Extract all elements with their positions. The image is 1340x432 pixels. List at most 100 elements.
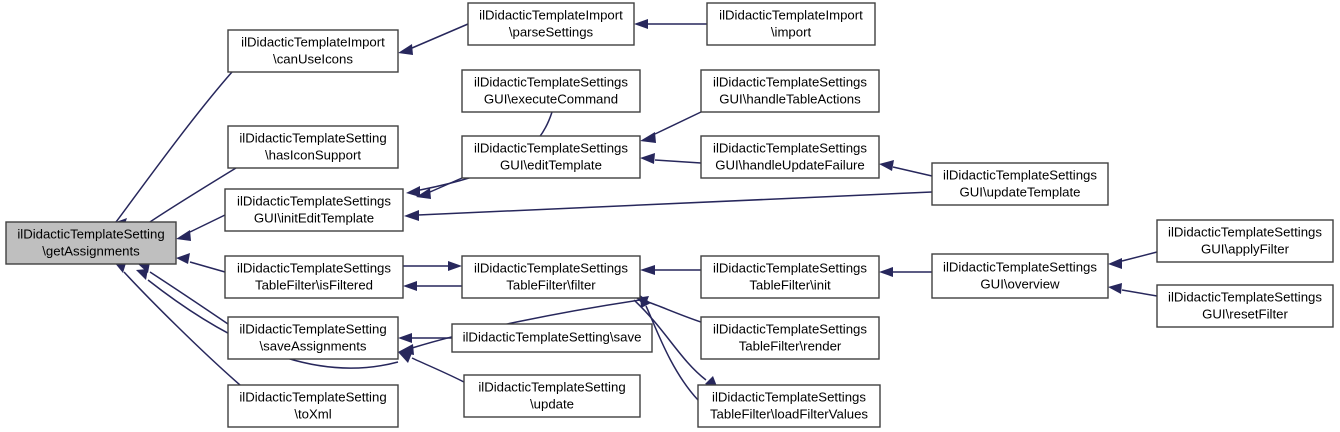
arrowhead-icon xyxy=(879,267,893,277)
graph-node-editTemplate[interactable]: ilDidacticTemplateSettingsGUI\editTempla… xyxy=(461,135,641,179)
graph-node-executeCommand[interactable]: ilDidacticTemplateSettingsGUI\executeCom… xyxy=(461,69,641,113)
node-box[interactable] xyxy=(5,221,177,265)
node-box[interactable] xyxy=(467,2,635,46)
node-box[interactable] xyxy=(931,253,1109,299)
edge-parseSettings-to-canUseIcons xyxy=(398,23,469,55)
node-label-line2: TableFilter\isFiltered xyxy=(255,277,373,292)
node-label-line2: \saveAssignments xyxy=(259,338,366,353)
node-box[interactable] xyxy=(227,29,399,73)
edge-applyFilter-to-overview xyxy=(1108,251,1158,269)
arrowhead-icon xyxy=(634,19,648,29)
node-label-line1: ilDidacticTemplateSetting xyxy=(239,130,386,145)
node-label-line2: \toXml xyxy=(294,406,331,421)
node-box[interactable] xyxy=(224,188,404,232)
arrowhead-icon xyxy=(879,160,894,171)
graph-node-import[interactable]: ilDidacticTemplateImport \import xyxy=(706,2,876,46)
arrowhead-icon xyxy=(1108,283,1122,294)
graph-node-update[interactable]: ilDidacticTemplateSetting\update xyxy=(463,374,641,418)
arrowhead-icon xyxy=(398,352,412,363)
node-label-line1: ilDidacticTemplateImport xyxy=(719,7,863,22)
graph-node-getAssignments[interactable]: ilDidacticTemplateSetting\getAssignments xyxy=(5,221,177,265)
edge-filter-to-isFiltered xyxy=(403,281,462,291)
node-box[interactable] xyxy=(700,255,880,299)
node-box[interactable] xyxy=(931,162,1109,206)
graph-node-applyFilter[interactable]: ilDidacticTemplateSettingsGUI\applyFilte… xyxy=(1156,219,1334,263)
node-box[interactable] xyxy=(700,135,880,179)
node-box[interactable] xyxy=(706,2,876,46)
node-label-line2: GUI\executeCommand xyxy=(484,91,618,106)
edge-line xyxy=(411,357,465,383)
node-box[interactable] xyxy=(451,323,653,353)
node-label-line2: GUI\overview xyxy=(980,276,1060,291)
node-label-line1: ilDidacticTemplateSettings xyxy=(474,260,628,275)
graph-node-tfInit[interactable]: ilDidacticTemplateSettingsTableFilter\in… xyxy=(700,255,880,299)
node-label-line1: ilDidacticTemplateSettings xyxy=(474,140,628,155)
edge-line xyxy=(654,159,702,164)
edge-line xyxy=(633,299,707,381)
edge-canUseIcons-to-getAssignments xyxy=(115,71,233,228)
graph-node-updateTemplate[interactable]: ilDidacticTemplateSettingsGUI\updateTemp… xyxy=(931,162,1109,206)
node-label-line1: ilDidacticTemplateSettings xyxy=(943,259,1097,274)
graph-node-filter[interactable]: ilDidacticTemplateSettingsTableFilter\fi… xyxy=(461,255,641,299)
graph-node-hasIconSupport[interactable]: ilDidacticTemplateSetting\hasIconSupport xyxy=(227,125,399,169)
edge-isFiltered-to-getAssignments xyxy=(176,253,226,273)
node-box[interactable] xyxy=(1156,219,1334,263)
node-box[interactable] xyxy=(461,69,641,113)
edge-update-to-saveAssignments xyxy=(398,352,465,383)
node-label-line2: TableFilter\render xyxy=(739,338,842,353)
node-box[interactable] xyxy=(227,384,399,428)
graph-node-save[interactable]: ilDidacticTemplateSetting\save xyxy=(451,323,653,353)
node-label-line2: GUI\handleUpdateFailure xyxy=(715,157,865,172)
edge-updateTemplate-to-handleUpdateFailure xyxy=(879,160,933,177)
edge-line xyxy=(411,299,641,349)
node-label-line1: ilDidacticTemplateSettings xyxy=(943,167,1097,182)
arrowhead-icon xyxy=(640,295,651,308)
node-label-line1: ilDidacticTemplateSetting xyxy=(239,389,386,404)
node-box[interactable] xyxy=(224,255,404,299)
graph-node-handleTableActions[interactable]: ilDidacticTemplateSettingsGUI\handleTabl… xyxy=(700,69,880,113)
node-box[interactable] xyxy=(227,125,399,169)
graph-node-saveAssignments[interactable]: ilDidacticTemplateSetting\saveAssignment… xyxy=(227,316,399,360)
edge-line xyxy=(143,167,237,227)
graph-node-toXml[interactable]: ilDidacticTemplateSetting \toXml xyxy=(227,384,399,428)
arrowhead-icon xyxy=(1108,258,1122,269)
node-label-line2: GUI\initEditTemplate xyxy=(254,210,374,225)
graph-node-loadFilterValues[interactable]: ilDidacticTemplateSettingsTableFilter\lo… xyxy=(697,384,881,428)
edge-line xyxy=(892,166,933,177)
node-box[interactable] xyxy=(461,255,641,299)
node-label-line1: ilDidacticTemplateSetting xyxy=(478,379,625,394)
edge-line xyxy=(149,271,229,325)
graph-node-isFiltered[interactable]: ilDidacticTemplateSettingsTableFilter\is… xyxy=(224,255,404,299)
node-label-line2: \import xyxy=(771,24,812,39)
edge-overview-to-tfInit xyxy=(879,267,932,277)
edge-line xyxy=(189,214,226,233)
graph-node-parseSettings[interactable]: ilDidacticTemplateImport\parseSettings xyxy=(467,2,635,46)
nodes-layer: ilDidacticTemplateSetting\getAssignments… xyxy=(5,2,1334,428)
node-box[interactable] xyxy=(697,384,881,428)
node-box[interactable] xyxy=(463,374,641,418)
edge-handleUpdateFailure-to-editTemplate xyxy=(640,153,702,164)
edge-line xyxy=(1121,289,1158,297)
graph-node-tfRender[interactable]: ilDidacticTemplateSettingsTableFilter\re… xyxy=(700,316,880,360)
edge-loadFilterValues-to-filter xyxy=(640,295,699,401)
node-box[interactable] xyxy=(461,135,641,179)
node-box[interactable] xyxy=(700,69,880,113)
node-label-line1: ilDidacticTemplateSettings xyxy=(237,193,391,208)
arrowhead-icon xyxy=(398,333,412,343)
graph-node-canUseIcons[interactable]: ilDidacticTemplateImport\canUseIcons xyxy=(227,29,399,73)
graph-node-initEditTemplate[interactable]: ilDidacticTemplateSettingsGUI\initEditTe… xyxy=(224,188,404,232)
node-label-line2: GUI\applyFilter xyxy=(1201,241,1290,256)
node-label-line1: ilDidacticTemplateSettings xyxy=(713,74,867,89)
node-box[interactable] xyxy=(700,316,880,360)
edge-filter-to-saveAssignments xyxy=(398,299,641,355)
graph-node-handleUpdateFailure[interactable]: ilDidacticTemplateSettingsGUI\handleUpda… xyxy=(700,135,880,179)
graph-node-resetFilter[interactable]: ilDidacticTemplateSettingsGUI\resetFilte… xyxy=(1156,284,1334,328)
node-box[interactable] xyxy=(1156,284,1334,328)
edge-line xyxy=(115,71,233,223)
edge-saveAssignments-to-getAssignments xyxy=(138,262,229,325)
edge-tfInit-to-filter xyxy=(640,265,701,275)
edge-import-to-parseSettings xyxy=(634,19,707,29)
node-label-line1: ilDidacticTemplateSettings xyxy=(1168,224,1322,239)
node-box[interactable] xyxy=(227,316,399,360)
